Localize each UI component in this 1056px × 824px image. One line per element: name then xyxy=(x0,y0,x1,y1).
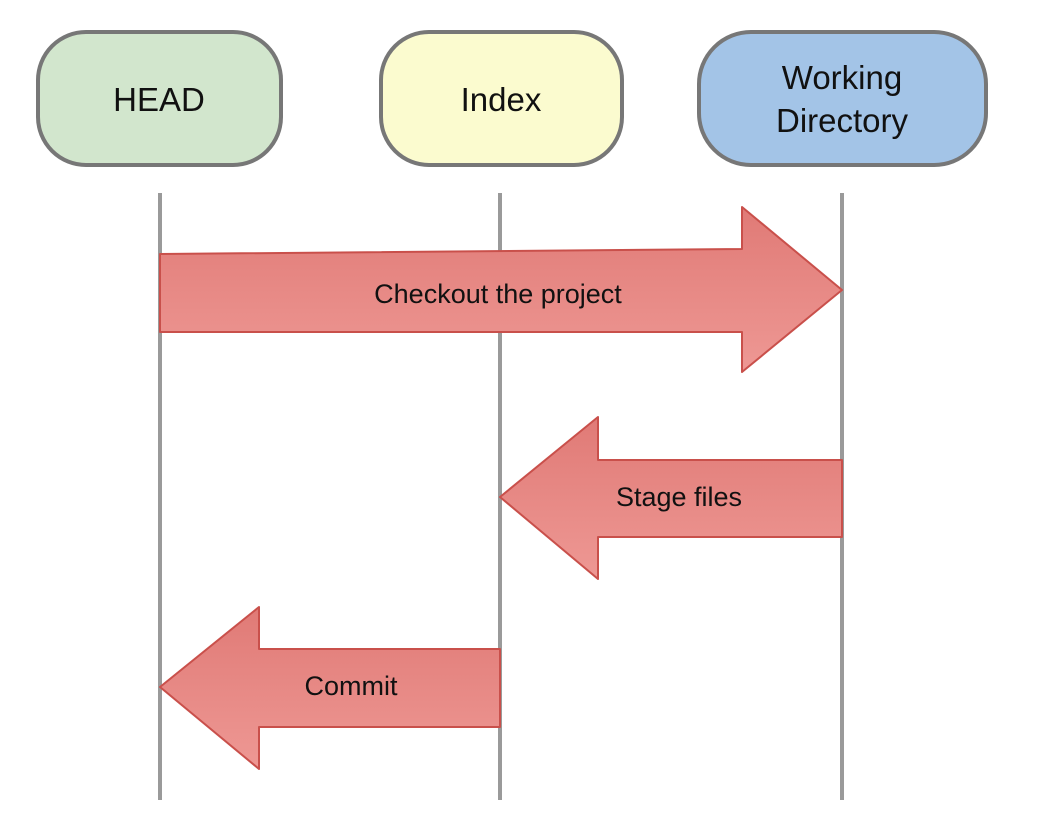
commit-arrow: Commit xyxy=(159,606,501,770)
working-directory-node: Working Directory xyxy=(697,30,988,167)
stage-arrow-shape xyxy=(499,416,843,580)
head-node-shape xyxy=(36,30,283,167)
commit-arrow-label: Commit xyxy=(305,671,398,701)
working-directory-label-line1: Working xyxy=(782,59,902,96)
checkout-arrow: Checkout the project xyxy=(159,206,843,373)
commit-arrow-shape xyxy=(159,606,501,770)
stage-arrow: Stage files xyxy=(499,416,843,580)
checkout-arrow-label: Checkout the project xyxy=(374,279,622,309)
index-node-shape xyxy=(379,30,624,167)
working-directory-label-line2: Directory xyxy=(776,102,909,139)
index-node-label: Index xyxy=(461,81,542,118)
checkout-arrow-shape xyxy=(159,206,843,373)
head-node: HEAD xyxy=(36,30,283,167)
index-node: Index xyxy=(379,30,624,167)
stage-arrow-label: Stage files xyxy=(616,482,742,512)
working-directory-node-shape xyxy=(697,30,988,167)
head-node-label: HEAD xyxy=(113,81,205,118)
